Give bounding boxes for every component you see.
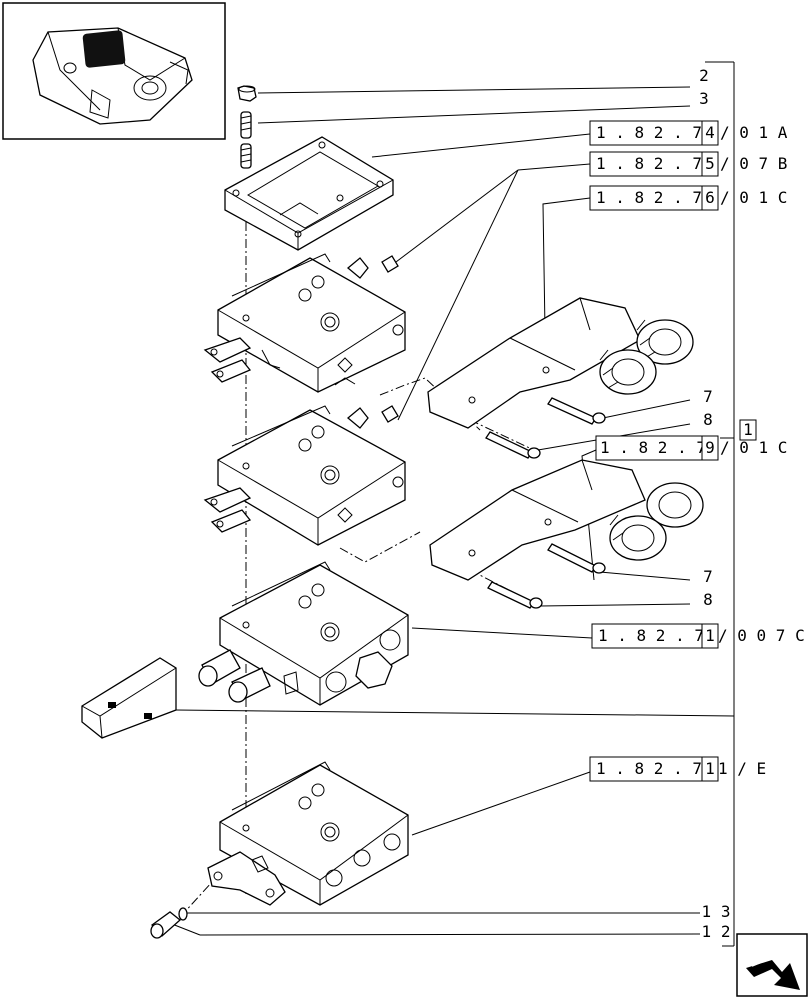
callout-3: 3 xyxy=(699,89,709,108)
coupler-bracket-2[interactable] xyxy=(429,459,704,581)
svg-text:1 . 8 2 . 7: 1 . 8 2 . 7 xyxy=(598,626,704,645)
ref-1-82-74-01A[interactable]: 1 . 8 2 . 7 4 / 0 1 A xyxy=(589,120,788,146)
svg-text:1: 1 xyxy=(705,626,715,645)
svg-text:/ 0 1 A: / 0 1 A xyxy=(720,123,788,142)
svg-text:1: 1 xyxy=(705,759,715,778)
part-plug[interactable] xyxy=(150,911,182,939)
bolt-7-lower[interactable] xyxy=(547,543,606,574)
bolt-7-upper[interactable] xyxy=(547,397,606,425)
valve-section-3[interactable] xyxy=(198,561,409,706)
ref-1-82-71-007C[interactable]: 1 . 8 2 . 7 1 / 0 0 7 C xyxy=(591,623,805,649)
ref-1-82-71-1E[interactable]: 1 . 8 2 . 7 1 1 / E xyxy=(589,756,766,782)
coupler-bracket-1[interactable] xyxy=(427,297,694,429)
valve-section-2[interactable] xyxy=(203,405,406,546)
overview-thumbnail[interactable] xyxy=(2,2,226,140)
svg-text:5: 5 xyxy=(705,154,715,173)
callout-box-1: 1 xyxy=(743,420,753,439)
ref-1-82-79-01C[interactable]: 1 . 8 2 . 7 9 / 0 1 C xyxy=(595,435,787,461)
ref-1-82-76-01C[interactable]: 1 . 8 2 . 7 6 / 0 1 C xyxy=(589,185,787,211)
bolt-8-upper[interactable] xyxy=(485,431,541,459)
part-stud[interactable] xyxy=(240,111,252,169)
svg-text:/ 0 0 7 C: / 0 0 7 C xyxy=(718,626,805,645)
bolt-8-lower[interactable] xyxy=(487,581,543,609)
callout-7-lower: 7 xyxy=(703,567,713,586)
callout-numbers: 2 3 7 8 7 8 1 3 1 2 1 xyxy=(699,66,757,941)
svg-text:9: 9 xyxy=(705,438,715,457)
callout-8-upper: 8 xyxy=(703,410,713,429)
callout-2: 2 xyxy=(699,66,709,85)
callout-13: 1 3 xyxy=(702,902,731,921)
svg-text:1 . 8 2 . 7: 1 . 8 2 . 7 xyxy=(596,154,702,173)
part-cover-plate[interactable] xyxy=(224,136,394,251)
svg-text:1 / E: 1 / E xyxy=(718,759,766,778)
svg-text:1 . 8 2 . 7: 1 . 8 2 . 7 xyxy=(596,123,702,142)
leader-lines xyxy=(171,86,735,936)
svg-text:/ 0 7 B: / 0 7 B xyxy=(720,154,787,173)
callout-7-upper: 7 xyxy=(703,387,713,406)
valve-section-1[interactable] xyxy=(203,253,406,393)
svg-text:1 . 8 2 . 7: 1 . 8 2 . 7 xyxy=(596,188,702,207)
svg-text:4: 4 xyxy=(705,123,715,142)
callout-12: 1 2 xyxy=(702,922,731,941)
svg-text:6: 6 xyxy=(705,188,715,207)
part-nut[interactable] xyxy=(237,85,257,102)
callout-8-lower: 8 xyxy=(703,590,713,609)
part-bracket-plate[interactable] xyxy=(81,657,177,739)
svg-text:1 . 8 2 . 7: 1 . 8 2 . 7 xyxy=(596,759,702,778)
svg-text:1 . 8 2 . 7: 1 . 8 2 . 7 xyxy=(600,438,706,457)
svg-text:/ 0 1 C: / 0 1 C xyxy=(720,438,787,457)
svg-text:/ 0 1 C: / 0 1 C xyxy=(720,188,787,207)
part-o-ring[interactable] xyxy=(178,907,188,921)
next-page-arrow-icon[interactable] xyxy=(736,933,808,997)
valve-section-4[interactable] xyxy=(207,761,409,906)
ref-1-82-75-07B[interactable]: 1 . 8 2 . 7 5 / 0 7 B xyxy=(589,151,787,177)
